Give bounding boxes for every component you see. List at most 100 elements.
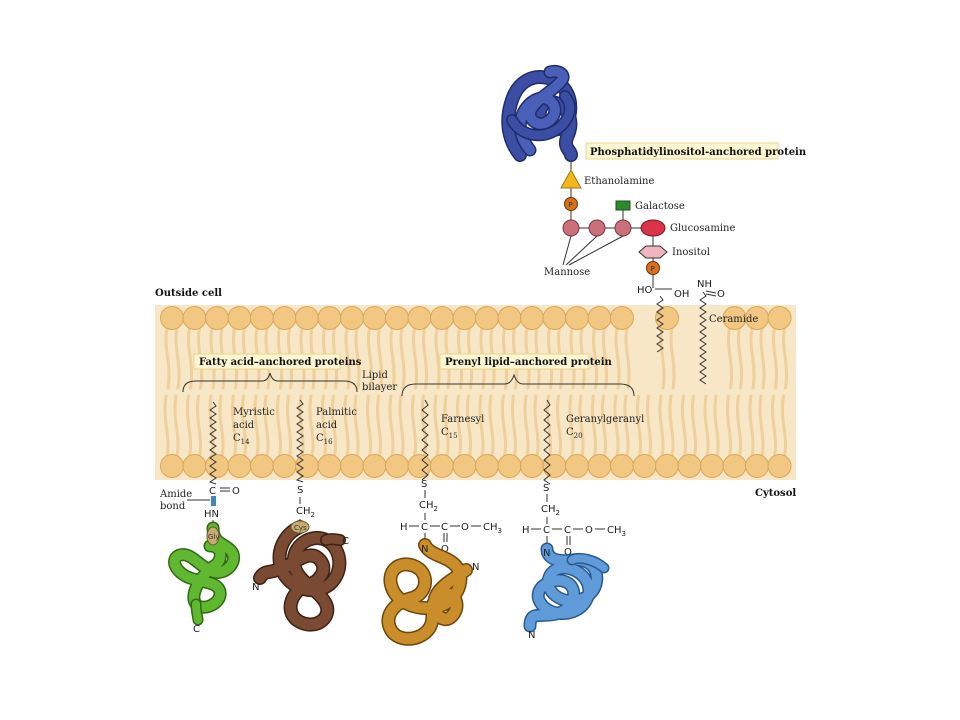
ceramide-co-1 — [705, 290, 717, 294]
lipid-tail — [737, 326, 743, 390]
lipid-tail — [591, 394, 597, 458]
lipid-head — [587, 306, 612, 330]
lipid-tail — [174, 326, 181, 390]
lipid-head — [227, 454, 252, 478]
prenyl-brace — [401, 373, 635, 397]
ceramide-chain-1 — [656, 295, 664, 353]
inositol-hexagon — [638, 245, 668, 259]
palmitic-label-2: acid — [316, 420, 338, 431]
hn-group: HN — [204, 509, 219, 520]
lipid-head — [272, 306, 297, 330]
lipid-head — [250, 454, 274, 478]
cys-residue-palmitic — [290, 520, 310, 534]
lipid-tail — [623, 394, 630, 458]
lipid-head — [272, 454, 297, 478]
blue-protein — [523, 542, 610, 633]
myristic-chain — [208, 401, 217, 485]
gpi-title: Phosphatidylinositol-anchored protein — [590, 147, 807, 158]
lipid-tail — [164, 326, 171, 390]
lipid-tail — [578, 394, 585, 458]
lipid-tail — [568, 394, 575, 458]
lipid-head — [655, 454, 679, 478]
lipid-tail — [703, 394, 710, 458]
lipid-head — [295, 306, 319, 330]
lipid-tail — [208, 394, 215, 458]
lipid-head — [700, 454, 724, 478]
lipid-head — [452, 306, 477, 330]
lipid-tail — [466, 394, 472, 458]
lipid-head — [610, 306, 634, 330]
lipid-tail — [187, 326, 193, 390]
palmitic-label-1: Palmitic — [316, 407, 357, 418]
lipid-tail — [433, 394, 440, 458]
lipid-tail — [286, 394, 292, 458]
lipid-bilayer — [160, 306, 792, 478]
lipid-head — [385, 306, 409, 330]
brown-protein — [253, 520, 347, 632]
lipid-head — [565, 454, 589, 478]
gpi-protein — [501, 65, 578, 162]
lipid-head — [767, 306, 792, 330]
lipid-tail — [556, 394, 562, 458]
lipid-tail — [231, 394, 237, 458]
carbonyl-c: C — [209, 486, 216, 497]
geranylgeranyl-anchor: Geranylgeranyl C20 S CH2 H C C O CH3 O — [522, 399, 644, 558]
mannose-1 — [562, 219, 580, 237]
geranylgeranyl-label-1: Geranylgeranyl — [566, 414, 644, 425]
lipid-tail — [713, 394, 720, 458]
lipid-tail — [726, 394, 732, 458]
lipid-tail — [376, 394, 382, 458]
ceramide-label: Ceramide — [709, 314, 758, 325]
prenyl-title-box — [439, 353, 590, 370]
inositol-label: Inositol — [672, 247, 710, 258]
farnesyl-sulfur: S — [421, 479, 427, 490]
palmitic-sulfur: S — [297, 485, 303, 496]
lipid-tail — [422, 326, 428, 390]
geranylgeranyl-label-2: C20 — [566, 427, 583, 440]
lipid-head — [430, 454, 454, 478]
mannose-pointer-1 — [562, 235, 572, 266]
ceramide-co-2 — [705, 293, 717, 297]
lipid-head — [497, 306, 522, 330]
palmitic-label-3: C16 — [316, 433, 333, 446]
lipid-head — [250, 306, 274, 330]
lipid-head — [677, 454, 702, 478]
lipid-tail — [308, 394, 315, 458]
lipid-tail — [501, 394, 507, 458]
phosphate-2 — [646, 261, 660, 275]
lipid-head — [475, 306, 499, 330]
fatty-acid-title-box — [193, 353, 341, 370]
lipid-tail — [636, 394, 642, 458]
geranyl-ch3: CH3 — [607, 525, 626, 538]
farnesyl-carbonyl-o: O — [441, 544, 449, 555]
fatty-acid-brace — [182, 372, 358, 393]
ceramide-oh: OH — [674, 289, 689, 300]
lipid-tail — [592, 326, 598, 390]
carbonyl-o: O — [232, 486, 240, 497]
myristic-label-3: C14 — [233, 433, 250, 446]
lipid-head — [340, 454, 364, 478]
palmitic-ch2: CH2 — [296, 506, 315, 519]
lipid-head — [227, 306, 252, 330]
lipid-head — [452, 454, 477, 478]
lipid-head — [182, 454, 207, 478]
farnesyl-o: O — [461, 522, 469, 533]
lipid-tail — [163, 394, 170, 458]
lipid-head — [430, 306, 454, 330]
lipid-tail — [366, 394, 372, 458]
lipid-head — [182, 306, 207, 330]
lipid-head — [745, 454, 769, 478]
lipid-tail — [681, 394, 687, 458]
palmitic-chain — [295, 399, 304, 483]
lipid-head — [520, 454, 544, 478]
galactose-label: Galactose — [635, 201, 685, 212]
lipid-tail — [624, 326, 631, 390]
lipid-head — [632, 454, 657, 478]
glucosamine-label: Glucosamine — [670, 223, 735, 234]
geranylgeranyl-chain — [543, 399, 551, 485]
amide-label-1: Amide — [159, 489, 192, 500]
lipid-head — [565, 306, 589, 330]
farnesyl-label-2: C15 — [441, 427, 458, 440]
lipid-tail — [772, 326, 778, 390]
mannose-pointer-2 — [565, 235, 598, 266]
